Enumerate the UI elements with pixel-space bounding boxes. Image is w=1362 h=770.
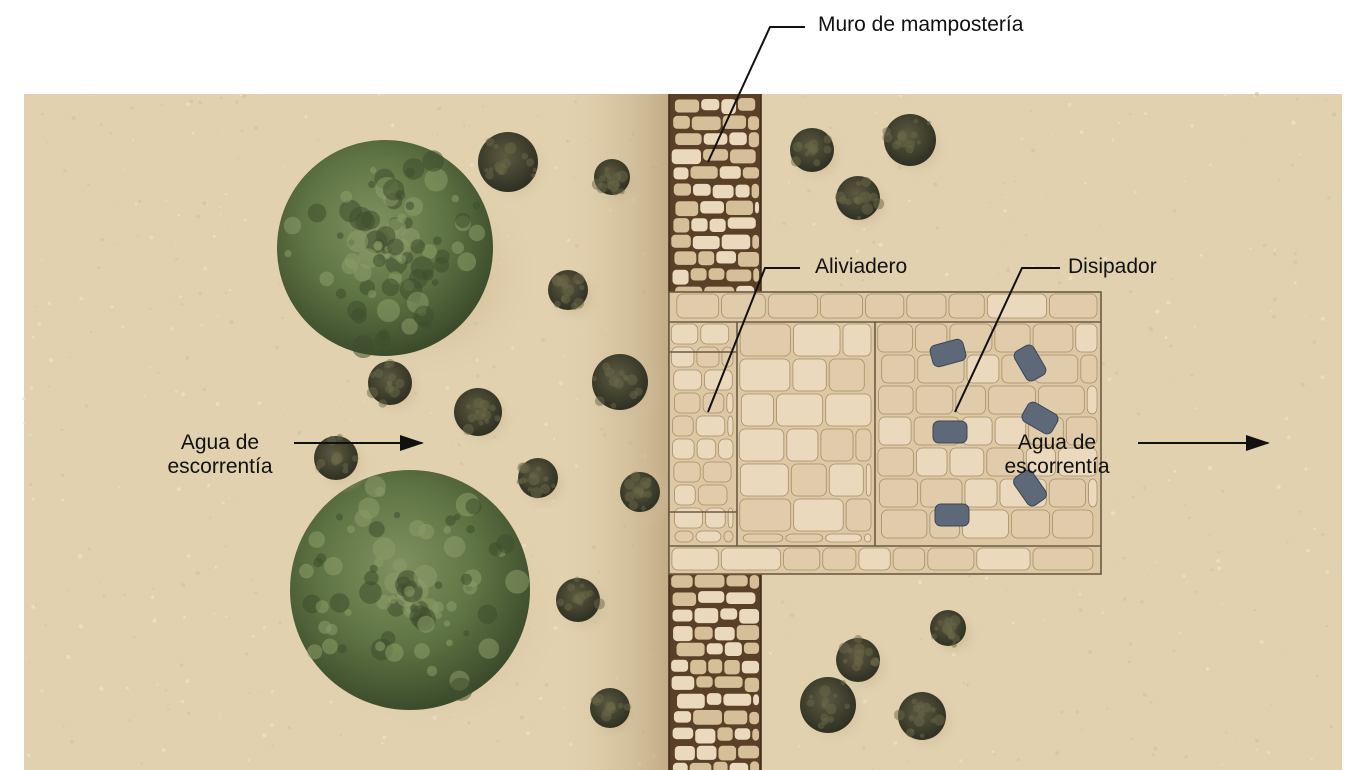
label-outflow-line1: Agua de [1017,431,1097,454]
wall-leader-line [707,26,805,163]
vegetation [277,112,980,754]
label-spillway: Aliviadero [815,255,908,278]
label-inflow-runoff: Agua de escorrentía [140,431,300,478]
label-masonry-wall: Muro de mampostería [818,13,1024,36]
spillway-leader-line [707,267,800,413]
annotations [294,26,1270,451]
label-outflow-line2: escorrentía [1004,454,1110,478]
shrub-group [312,112,980,754]
spillway-structure [668,291,1102,575]
tree-icon [290,470,530,710]
dissipator-leader-line [954,267,1060,413]
dissipator-rocks [929,338,1059,527]
label-inflow-line2: escorrentía [167,454,273,478]
label-outflow-runoff: Agua de escorrentía [977,431,1137,478]
label-inflow-line1: Agua de [180,431,260,454]
tree-icon [277,140,493,359]
label-dissipator: Disipador [1068,255,1157,278]
